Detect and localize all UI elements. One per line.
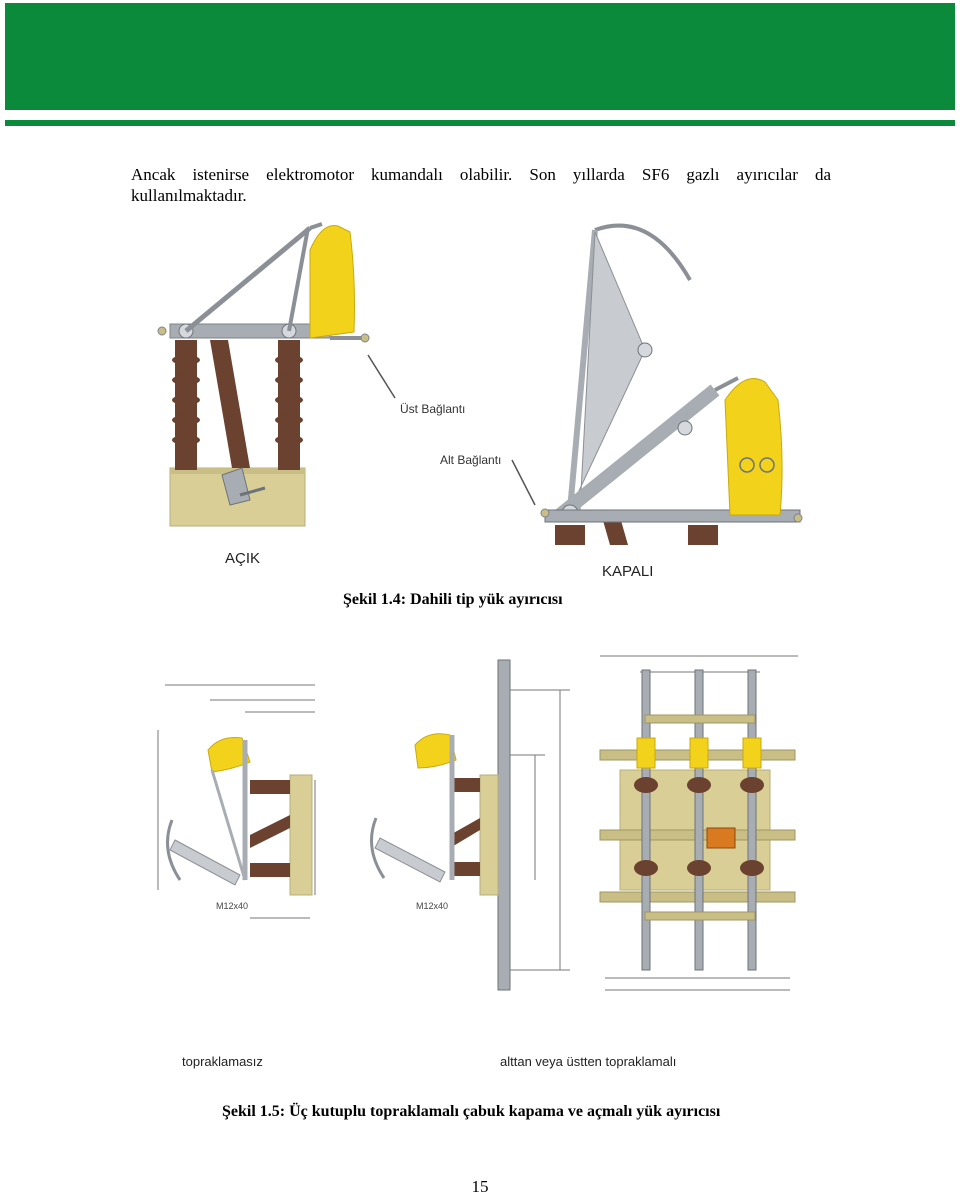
figure-load-break-switch: Üst Bağlantı Alt Bağlantı AÇIK KAPALI [157,222,803,580]
label-without-earthing: topraklamasız [182,1054,263,1069]
figure-1-4-caption: Şekil 1.4: Dahili tip yük ayırıcısı [343,591,563,608]
figure-three-pole-switch: M12x40 M12x40 [157,655,798,1069]
paragraph-line-1: Ancak istenirse elektromotor kumandalı o… [131,165,831,184]
figure-1-5-caption: Şekil 1.5: Üç kutuplu topraklamalı çabuk… [222,1103,721,1120]
label-kapali: KAPALI [602,563,653,580]
drawing-with-earthing: M12x40 [370,659,570,991]
closed-switch-drawing [540,223,803,545]
open-switch-drawing [157,222,370,527]
bolt-label-left: M12x40 [216,901,248,911]
header-rule [5,120,955,126]
front-view-drawing [599,655,798,991]
paragraph-line-2: kullanılmaktadır. [131,186,247,205]
left-switch-body: M12x40 [166,737,313,911]
label-acik: AÇIK [225,550,260,567]
label-ust-baglanti: Üst Bağlantı [400,402,465,416]
header-band [5,3,955,110]
page-number: 15 [471,1177,489,1196]
bolt-label-mid: M12x40 [416,901,448,911]
drawing-without-earthing [157,684,316,919]
label-with-earthing: alttan veya üstten topraklamalı [500,1054,676,1069]
label-alt-baglanti: Alt Bağlantı [440,453,501,467]
body-paragraph: Ancak istenirse elektromotor kumandalı o… [131,164,831,206]
